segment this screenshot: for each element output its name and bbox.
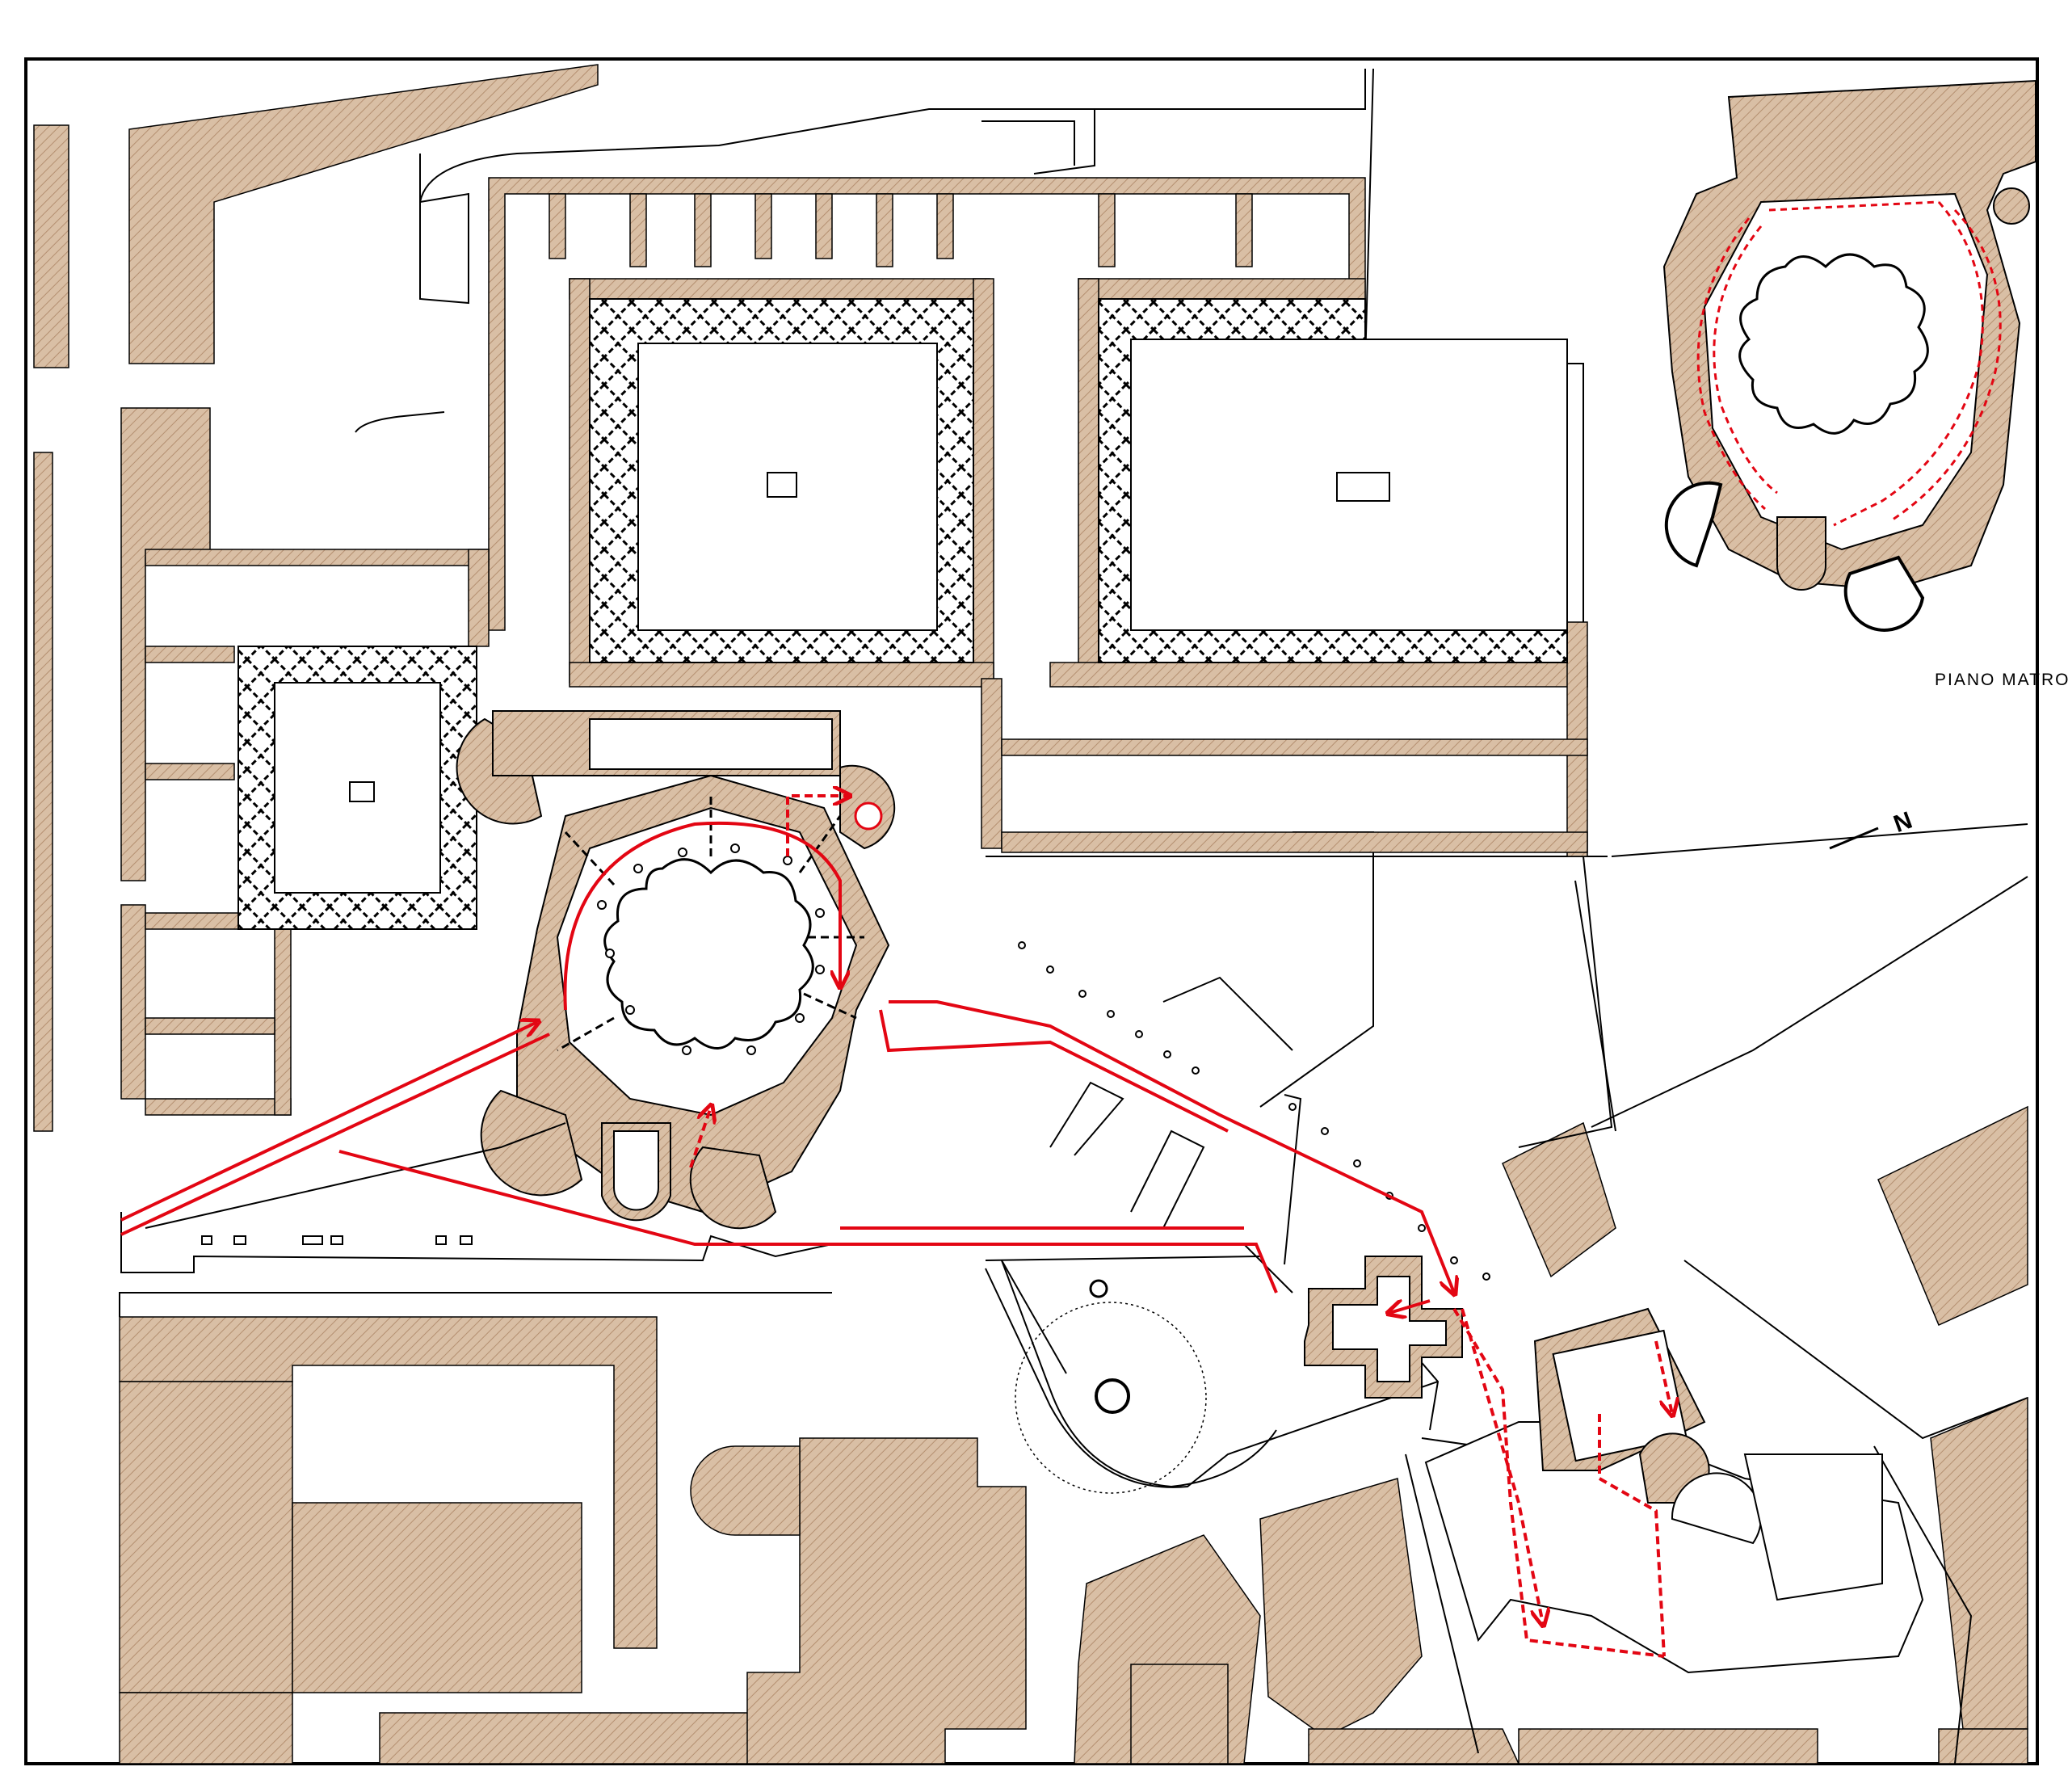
north-arrow-icon — [1829, 827, 1879, 850]
matroneo-inset-plan — [1662, 79, 2036, 632]
stair-icon — [1993, 187, 2030, 225]
visitor-route — [120, 821, 1454, 1313]
surrounding-buildings — [33, 64, 2028, 1765]
octagonal-church — [456, 710, 896, 1230]
inset-label: PIANO MATRONEO — [1935, 671, 2068, 689]
visitor-route-dashed — [689, 796, 1672, 1658]
piazza — [1001, 1260, 1277, 1494]
stair-icon — [854, 801, 883, 831]
courtyards — [274, 339, 1568, 894]
south-east-church — [1424, 1307, 1924, 1674]
southern-portico — [120, 1122, 1293, 1294]
colonnade-icon — [1018, 941, 1490, 1281]
street-lines — [119, 68, 2028, 1765]
